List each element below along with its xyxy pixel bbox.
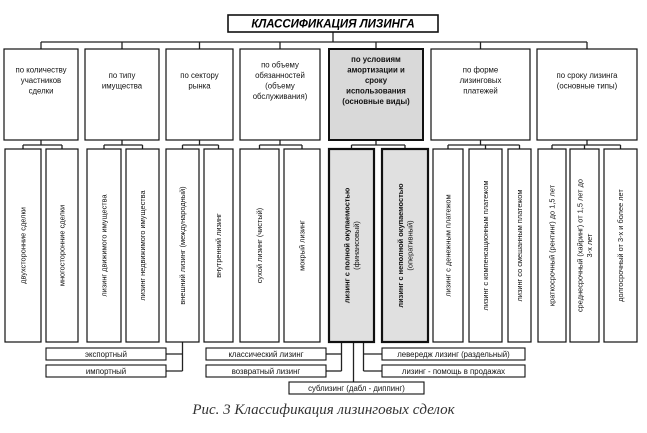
category-label: обязанностей <box>255 71 305 80</box>
category-box-2 <box>84 48 160 141</box>
leaf-box <box>603 148 638 343</box>
category-label: по количеству <box>15 66 66 75</box>
leaf-label: внутренний лизинг <box>214 213 223 278</box>
leaf-box <box>125 148 160 343</box>
leaf-box <box>468 148 503 343</box>
leaf-label: лизинг движимого имущества <box>100 193 109 296</box>
leaf-box <box>537 148 567 343</box>
leaf-label: среднесрочный (хайринг) от 1,5 лет до <box>575 179 584 312</box>
leaf-box <box>432 148 464 343</box>
leaf-label: лизинг недвижимого имущества <box>138 189 147 300</box>
leaf-box <box>165 148 200 343</box>
leaf-label: лизинг с денежным платежом <box>444 194 453 296</box>
leaf-label: 3-х лет <box>585 233 594 257</box>
category-label: по сектору <box>180 71 219 80</box>
leaf-box <box>569 148 600 343</box>
leaf-label: (оперативный) <box>405 220 414 270</box>
leverage-box-label: левередж лизинг (раздельный) <box>397 350 510 359</box>
import-box <box>45 364 167 378</box>
category-label: лизинговых <box>460 76 502 85</box>
leaf-box <box>4 148 42 343</box>
category-label: сроку <box>365 76 388 85</box>
leaf-label: (финансовый) <box>352 221 361 270</box>
leaf-label: двухсторонние сделки <box>19 207 28 284</box>
category-label: (основные типы) <box>557 81 618 90</box>
category-label: имущества <box>102 81 143 90</box>
category-label: по типу <box>109 71 136 80</box>
category-label: по сроку лизинга <box>556 71 618 80</box>
leaf-box <box>327 147 376 344</box>
leaf-box <box>45 148 79 343</box>
leaf-box <box>203 148 234 343</box>
category-box-1 <box>3 48 79 141</box>
category-box-4 <box>239 48 321 141</box>
category-label: (объему <box>265 81 295 90</box>
leaf-label: сухой лизинг (чистый) <box>255 208 264 284</box>
leaf-label: краткосрочный (рентинг) до 1,5 лет <box>548 184 557 306</box>
leaf-box <box>283 148 321 343</box>
return-box <box>205 364 327 378</box>
category-label: сделки <box>29 87 54 96</box>
leaf-label: лизинг с полной окупаемостью <box>342 187 351 303</box>
diagram-title: КЛАССИФИКАЦИЯ ЛИЗИНГА <box>251 19 414 31</box>
leaf-box <box>86 148 122 343</box>
category-label: по объему <box>261 60 299 69</box>
export-box-label: экспортный <box>85 350 127 359</box>
help-box <box>381 364 526 378</box>
leaf-label: внешний лизинг (международный) <box>178 186 187 304</box>
help-box-label: лизинг - помощь в продажах <box>402 367 505 376</box>
leaf-label: долгосрочный от 3-х и более лет <box>616 189 625 302</box>
figure-caption: Рис. 3 Классификация лизинговых сделок <box>192 402 455 418</box>
return-box-label: возвратный лизинг <box>232 367 301 376</box>
category-label: рынка <box>188 81 211 90</box>
leaf-label: многосторонние сделки <box>58 205 67 286</box>
classic-box <box>205 347 327 361</box>
title-box <box>227 14 439 33</box>
category-label: использования <box>346 87 406 96</box>
category-label: обслуживания) <box>253 92 308 101</box>
import-box-label: импортный <box>86 367 126 376</box>
classic-box-label: классический лизинг <box>228 350 303 359</box>
leverage-box <box>381 347 526 361</box>
category-box-6 <box>430 48 531 141</box>
category-box-7 <box>536 48 638 141</box>
boxes-layer: КЛАССИФИКАЦИЯ ЛИЗИНГА по количествуучастн… <box>3 14 638 395</box>
category-label: по форме <box>463 66 499 75</box>
category-label: по условиям <box>351 55 401 64</box>
leaf-box <box>380 147 430 344</box>
category-box-5 <box>328 48 424 141</box>
connector-lines <box>22 32 622 382</box>
leaf-box <box>239 148 280 343</box>
leaf-box <box>507 148 532 343</box>
category-box-3 <box>165 48 234 141</box>
leaf-label: лизинг с неполной окупаемостью <box>396 183 405 308</box>
category-label: (основные виды) <box>342 97 410 106</box>
leaf-label: лизинг с компенсационным платежом <box>481 181 490 311</box>
category-label: участников <box>21 76 61 85</box>
sublease-box-label: сублизинг (дабл - диппинг) <box>308 384 405 393</box>
category-label: платежей <box>463 87 498 96</box>
category-label: амортизации и <box>347 66 405 75</box>
leaf-label: мокрый лизинг <box>298 220 307 271</box>
export-box <box>45 347 167 361</box>
sublease-box <box>288 381 425 395</box>
leaf-label: лизинг со смешанным платежом <box>515 190 524 302</box>
